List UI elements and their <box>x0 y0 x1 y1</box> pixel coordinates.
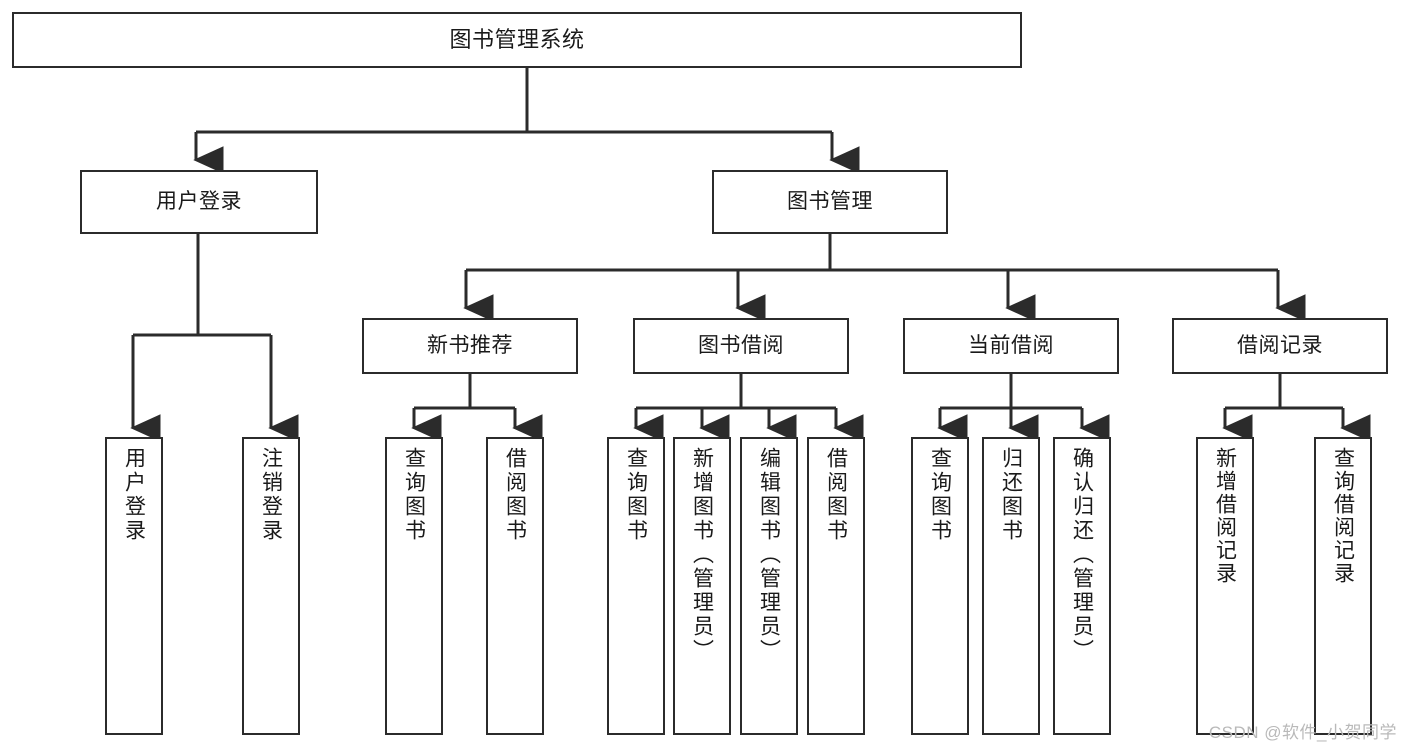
leaf-user-login-label: 用户登录 <box>122 447 146 543</box>
node-book-borrow[interactable]: 图书借阅 <box>633 318 849 374</box>
leaf-search-book-current-label: 查询图书 <box>928 447 952 543</box>
node-book-borrow-label: 图书借阅 <box>698 333 784 357</box>
node-current-borrow-label: 当前借阅 <box>968 333 1054 357</box>
leaf-borrow-book-label: 借阅图书 <box>824 447 848 543</box>
leaf-logout[interactable]: 注销登录 <box>242 437 300 735</box>
node-new-book-recommend-label: 新书推荐 <box>427 333 513 357</box>
leaf-logout-label: 注销登录 <box>259 447 283 543</box>
leaf-search-book-current[interactable]: 查询图书 <box>911 437 969 735</box>
node-current-borrow[interactable]: 当前借阅 <box>903 318 1119 374</box>
leaf-search-borrow-record[interactable]: 查询借阅记录 <box>1314 437 1372 735</box>
leaf-confirm-return-admin-label: 确认归还（管理员） <box>1070 447 1094 663</box>
node-new-book-recommend[interactable]: 新书推荐 <box>362 318 578 374</box>
leaf-confirm-return-admin[interactable]: 确认归还（管理员） <box>1053 437 1111 735</box>
leaf-return-book[interactable]: 归还图书 <box>982 437 1040 735</box>
leaf-search-book-borrow[interactable]: 查询图书 <box>607 437 665 735</box>
node-user-login-label: 用户登录 <box>156 189 242 213</box>
leaf-add-book-admin-label: 新增图书（管理员） <box>690 447 714 663</box>
leaf-user-login[interactable]: 用户登录 <box>105 437 163 735</box>
leaf-borrow-book-recommend[interactable]: 借阅图书 <box>486 437 544 735</box>
leaf-search-book-recommend[interactable]: 查询图书 <box>385 437 443 735</box>
leaf-edit-book-admin-label: 编辑图书（管理员） <box>757 447 781 663</box>
node-book-management-label: 图书管理 <box>787 189 873 213</box>
leaf-return-book-label: 归还图书 <box>999 447 1023 543</box>
leaf-add-borrow-record-label: 新增借阅记录 <box>1213 447 1237 585</box>
leaf-search-borrow-record-label: 查询借阅记录 <box>1331 447 1355 585</box>
watermark: CSDN @软件_小贺同学 <box>1208 723 1397 742</box>
node-root-label: 图书管理系统 <box>449 26 585 52</box>
node-book-management[interactable]: 图书管理 <box>712 170 948 234</box>
leaf-edit-book-admin[interactable]: 编辑图书（管理员） <box>740 437 798 735</box>
node-user-login[interactable]: 用户登录 <box>80 170 318 234</box>
node-borrow-record-label: 借阅记录 <box>1237 333 1323 357</box>
leaf-borrow-book-recommend-label: 借阅图书 <box>503 447 527 543</box>
node-borrow-record[interactable]: 借阅记录 <box>1172 318 1388 374</box>
leaf-search-book-borrow-label: 查询图书 <box>624 447 648 543</box>
node-root[interactable]: 图书管理系统 <box>12 12 1022 68</box>
leaf-add-borrow-record[interactable]: 新增借阅记录 <box>1196 437 1254 735</box>
leaf-borrow-book[interactable]: 借阅图书 <box>807 437 865 735</box>
leaf-search-book-recommend-label: 查询图书 <box>402 447 426 543</box>
leaf-add-book-admin[interactable]: 新增图书（管理员） <box>673 437 731 735</box>
